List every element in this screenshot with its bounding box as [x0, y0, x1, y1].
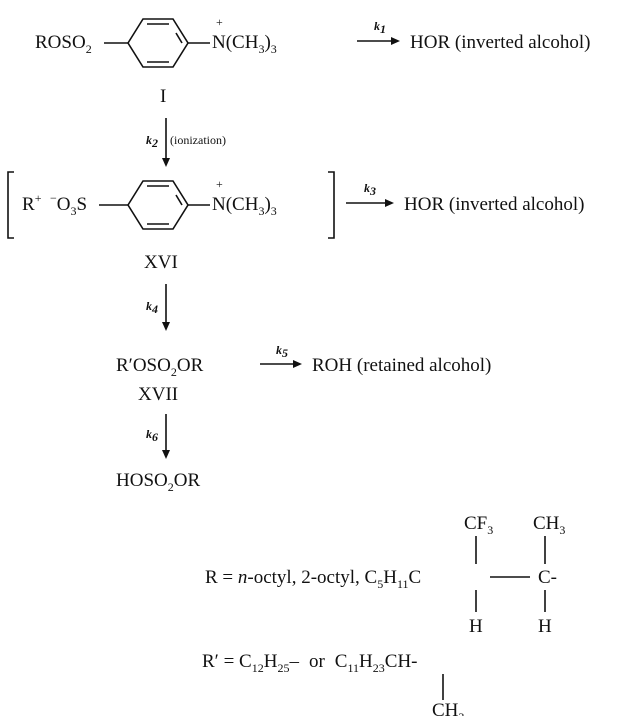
rate-constant-k1: k1 [374, 19, 386, 36]
rate-constant-k2: k2 [146, 133, 158, 150]
charge-plus: + [216, 177, 223, 191]
ch3-branch: CH3 [432, 700, 464, 716]
left-bracket [7, 171, 14, 239]
r-definition: CF3 CH3 R = n-octyl, 2-octyl, C5H11C C- … [205, 513, 565, 637]
step-k6: k6 [146, 414, 170, 459]
arrow-head-icon [385, 199, 394, 207]
compound-I: ROSO2 + N(CH3)3 [35, 15, 277, 68]
benzene-ring-icon [127, 180, 189, 230]
compound-XVII-text: R′OSO2OR [116, 355, 204, 379]
step-k2: k2 (ionization) [146, 118, 226, 167]
trimethylammonium-text: N(CH3)3 [212, 194, 277, 218]
rate-constant-k4: k4 [146, 299, 158, 316]
trimethylammonium-text: N(CH3)3 [212, 32, 277, 56]
cf3-group: CF3 [464, 513, 493, 537]
c2-atom: C- [538, 567, 557, 588]
final-product-text: HOSO2OR [116, 470, 200, 494]
rate-constant-k3: k3 [364, 181, 376, 198]
step-k3: k3 HOR (inverted alcohol) [346, 181, 584, 215]
step-k1: k1 HOR (inverted alcohol) [357, 19, 590, 53]
roso2-text: ROSO2 [35, 32, 92, 56]
arrow-head-icon [162, 450, 170, 459]
cation-text: R+ [22, 191, 42, 215]
sulfonate-text: −O3S [50, 191, 87, 218]
ionization-note: (ionization) [170, 133, 226, 147]
arrow-head-icon [293, 360, 302, 368]
ion-pair-XVI: R+ −O3S + N(CH3)3 [7, 171, 335, 239]
label-XVI: XVI [144, 252, 178, 273]
benzene-ring-icon [127, 18, 189, 68]
label-I: I [160, 86, 166, 107]
rate-constant-k6: k6 [146, 427, 158, 444]
ch3-group: CH3 [533, 513, 565, 537]
arrow-head-icon [162, 158, 170, 167]
product-inverted-alcohol-1: HOR (inverted alcohol) [410, 32, 590, 53]
ring-double-bond [175, 32, 183, 44]
product-retained-alcohol: ROH (retained alcohol) [312, 355, 491, 376]
label-XVII: XVII [138, 384, 178, 405]
ring-double-bond [175, 194, 183, 206]
step-k4: k4 [146, 284, 170, 331]
arrow-head-icon [391, 37, 400, 45]
charge-plus: + [216, 15, 223, 29]
h-atom-2: H [538, 616, 552, 637]
right-bracket [328, 171, 335, 239]
r-definition-line: R = n-octyl, 2-octyl, C5H11C [205, 567, 421, 591]
step-k5: k5 ROH (retained alcohol) [260, 343, 491, 376]
product-inverted-alcohol-2: HOR (inverted alcohol) [404, 194, 584, 215]
arrow-head-icon [162, 322, 170, 331]
rate-constant-k5: k5 [276, 343, 288, 360]
h-atom-1: H [469, 616, 483, 637]
